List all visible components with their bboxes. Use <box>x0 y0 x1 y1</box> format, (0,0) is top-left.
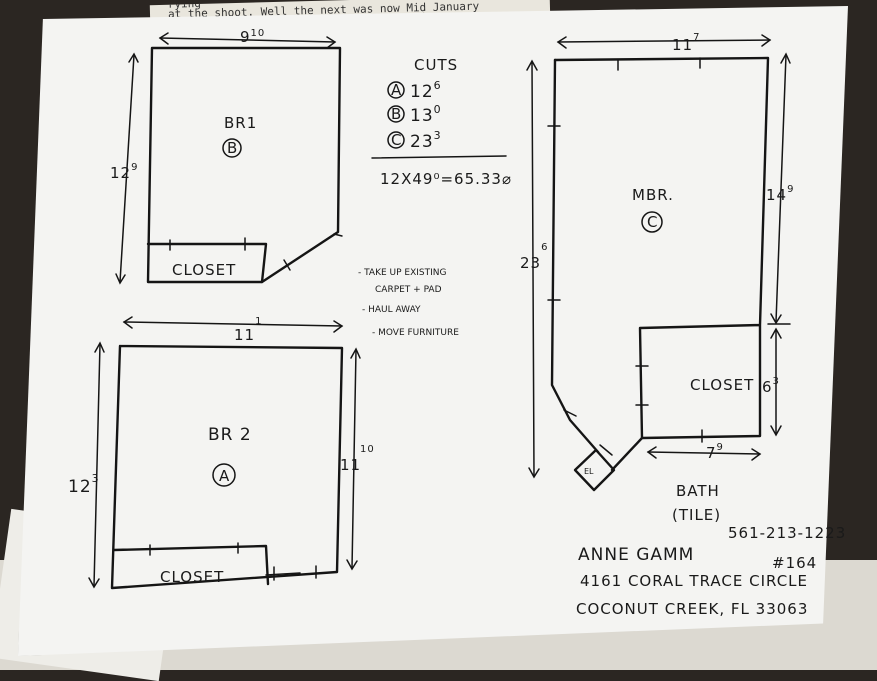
br1-cut-circle <box>222 138 242 158</box>
floor-plan-sketch: 910 129 BR1 B CLOSET 111 123 <box>68 28 846 618</box>
br2-right-dim: 1110 <box>340 444 375 474</box>
br2-closet-label: CLOSET <box>160 568 224 586</box>
br2-cut-circle <box>212 463 236 487</box>
mbr-outline-right <box>553 56 770 440</box>
cuts-calc: 12X49⁰=65.33⌀ <box>380 170 512 188</box>
mbr-label: MBR. <box>632 186 674 204</box>
br2-closet-outline <box>112 544 270 586</box>
cuts-divider <box>371 155 507 159</box>
sketch-sheet <box>18 6 848 656</box>
mbr-closet-label: CLOSET <box>690 376 754 394</box>
br2-room: 111 123 1110 BR 2 A CLOSET <box>68 316 375 590</box>
br2-outline <box>110 344 344 590</box>
cuts-list: CUTS A 126 B 130 C 233 12X49⁰=65.33⌀ <box>371 56 512 188</box>
mbr-outline-left <box>550 58 600 454</box>
mbr-closet-width: 79 <box>706 442 724 462</box>
br1-width: 910 <box>240 28 265 46</box>
mbr-right-dim: 149 <box>766 184 794 204</box>
bath-label: BATH <box>676 482 720 500</box>
bath-tile-label: (TILE) <box>672 506 721 524</box>
br2-width: 111 <box>234 316 262 344</box>
cut-a-value: 126 <box>410 79 442 102</box>
note-2: CARPET + PAD <box>375 285 442 295</box>
br2-cut-letter: A <box>219 467 230 485</box>
mbr-el-label: EL <box>584 467 594 476</box>
mbr-width: 117 <box>672 32 700 54</box>
note-1: - TAKE UP EXISTING <box>358 268 446 278</box>
bath-note: BATH (TILE) <box>672 482 721 524</box>
cuts-title: CUTS <box>414 56 458 74</box>
mbr-el-box <box>573 448 616 492</box>
cut-b-value: 130 <box>410 103 442 126</box>
mbr-cut-circle <box>641 211 663 233</box>
br1-room: 910 129 BR1 B CLOSET <box>110 28 343 285</box>
customer-street: 4161 CORAL TRACE CIRCLE <box>580 572 808 590</box>
mbr-closet-height: 63 <box>762 376 780 396</box>
br1-closet-label: CLOSET <box>172 261 236 279</box>
br1-closet-outline <box>146 242 268 284</box>
customer-phone: 561-213-1223 <box>728 524 846 542</box>
mbr-height: 236 <box>520 242 548 272</box>
customer-unit: #164 <box>772 554 817 572</box>
br1-label: BR1 <box>224 114 257 132</box>
cut-c-value: 233 <box>410 129 442 152</box>
job-notes: - TAKE UP EXISTING CARPET + PAD - HAUL A… <box>358 268 459 338</box>
cut-b-letter: B <box>391 105 402 123</box>
customer-city: COCONUT CREEK, FL 33063 <box>576 600 808 618</box>
mbr-room: EL 117 236 149 63 <box>520 32 794 492</box>
br1-height: 129 <box>110 162 138 182</box>
br1-cut-letter: B <box>227 139 238 157</box>
customer-name: ANNE GAMM <box>578 545 694 565</box>
note-4: - MOVE FURNITURE <box>372 328 459 338</box>
mbr-cut-letter: C <box>647 213 658 231</box>
customer-info: 561-213-1223 ANNE GAMM #164 4161 CORAL T… <box>576 524 846 618</box>
mbr-outline-corner <box>610 436 644 472</box>
cut-a-letter: A <box>391 81 402 99</box>
br2-height: 123 <box>68 472 100 497</box>
cut-c-letter: C <box>391 131 402 149</box>
note-3: - HAUL AWAY <box>362 305 421 315</box>
br2-label: BR 2 <box>208 425 252 445</box>
br1-outline <box>146 46 342 284</box>
